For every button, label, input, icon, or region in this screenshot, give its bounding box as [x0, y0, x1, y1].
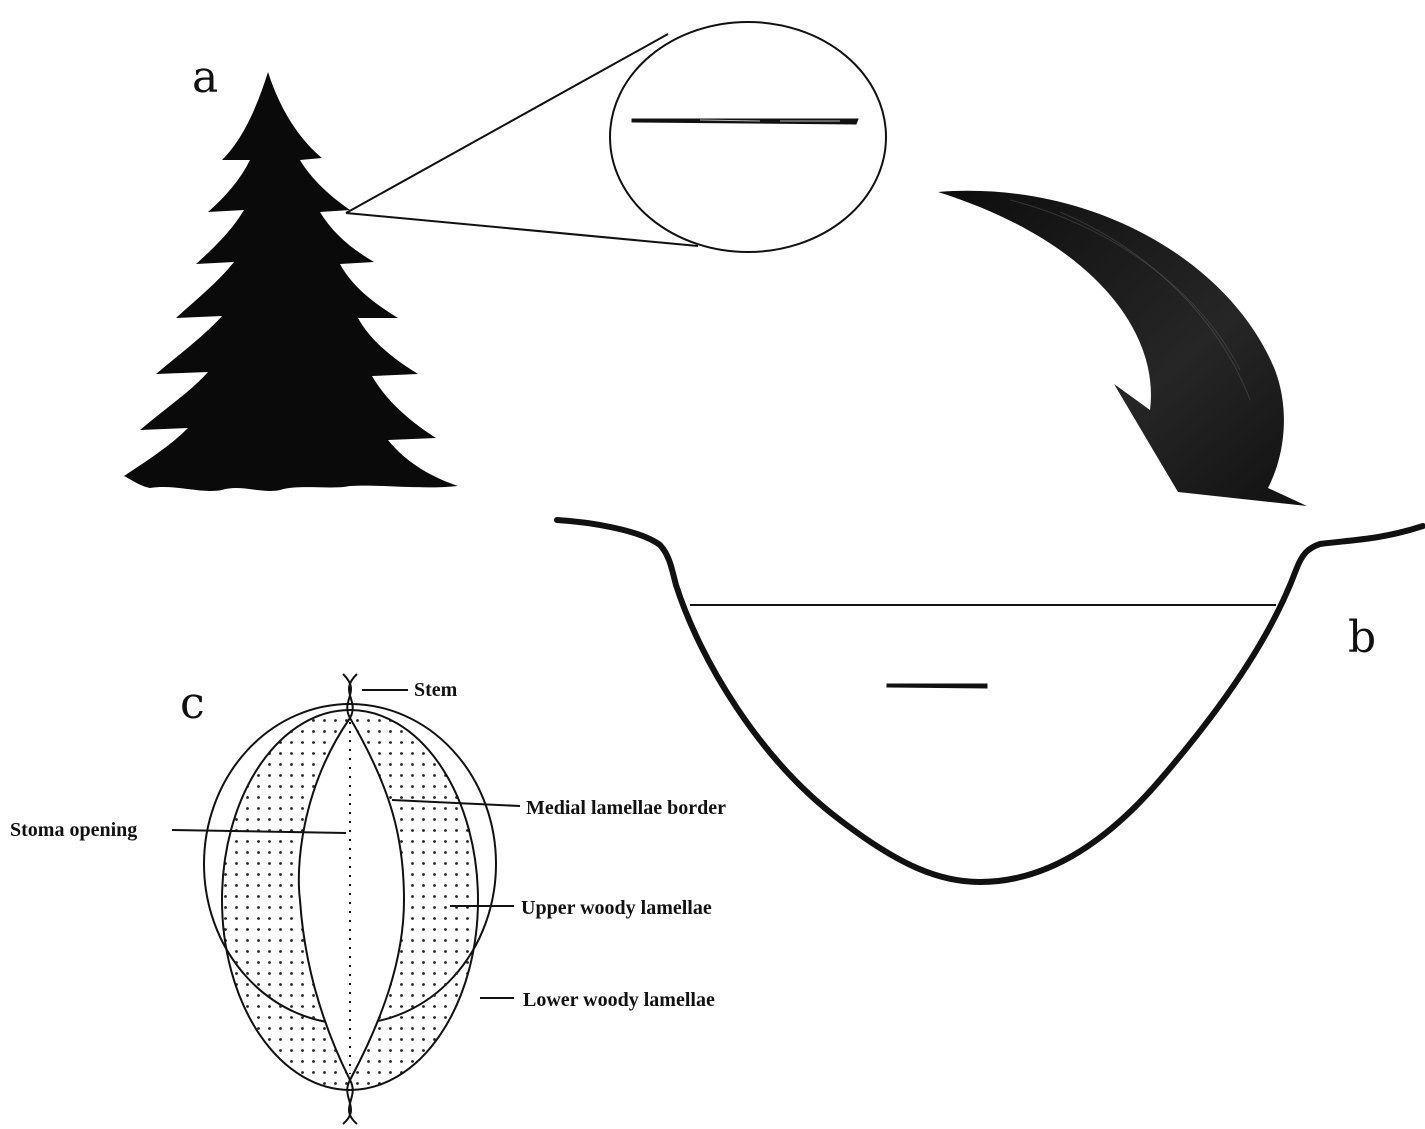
panel-label-c: c [180, 678, 205, 729]
transport-arrow [938, 191, 1307, 506]
conifer-tree [124, 72, 458, 491]
label-stem: Stem [414, 679, 458, 701]
lake-basin-outline [557, 520, 1423, 882]
label-medial-lamellae-border: Medial lamellae border [526, 797, 726, 819]
panel-label-a: a [192, 52, 218, 103]
needle-in-sediment [887, 684, 987, 688]
label-lower-woody-lamellae: Lower woody lamellae [523, 989, 715, 1011]
panel-label-b: b [1348, 612, 1376, 663]
zoom-line-bottom [346, 213, 698, 246]
label-upper-woody-lamellae: Upper woody lamellae [521, 897, 712, 919]
label-stoma-opening: Stoma opening [10, 819, 137, 841]
magnification-circle [610, 22, 886, 252]
